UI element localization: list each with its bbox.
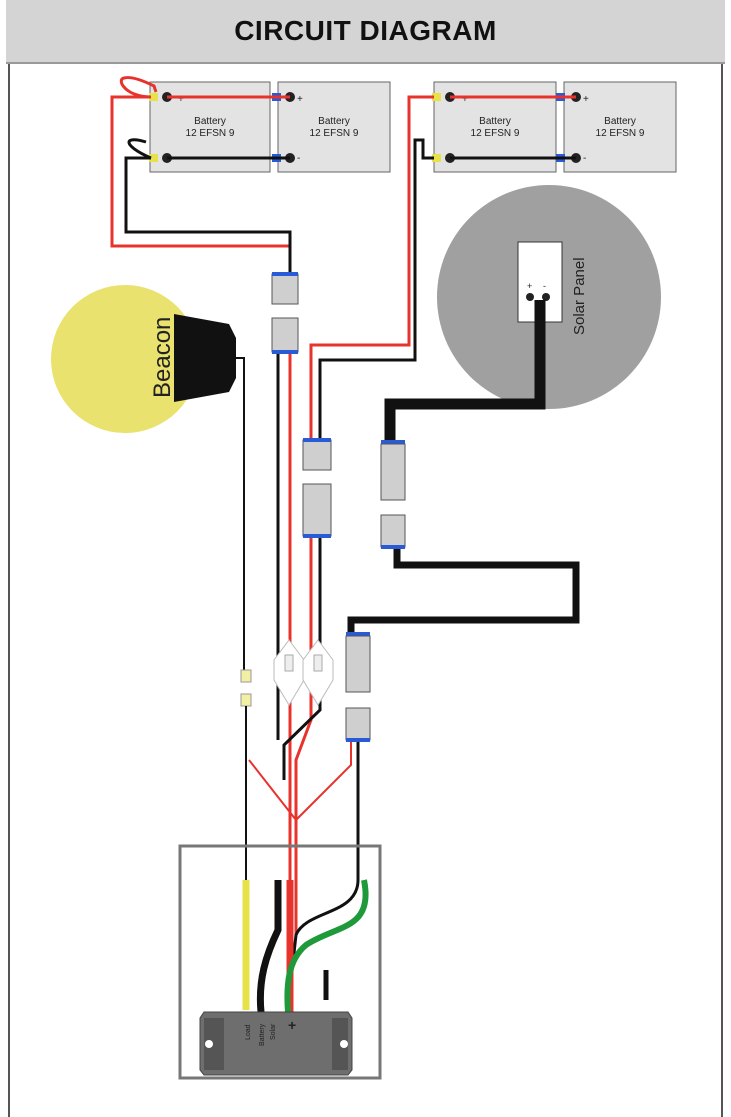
solar-terminal-pos (526, 293, 534, 301)
solar-terminal-neg (542, 293, 550, 301)
battery-2: Battery 12 EFSN 9 + - (277, 81, 391, 173)
battery-2-name: Battery (318, 116, 350, 127)
wire-bank2-red (309, 95, 434, 440)
battery-4-pos: + (583, 94, 589, 105)
wire-solar-cable (384, 300, 546, 440)
beacon-lamp (51, 285, 199, 433)
connector-bank1 (271, 272, 299, 354)
solar-pos-label: + (527, 281, 532, 291)
fuse-1 (273, 639, 305, 706)
wire-bank2-black-down (282, 538, 322, 780)
battery-4-model: 12 EFSN 9 (596, 128, 645, 139)
wire-battery-black (256, 880, 282, 1013)
battery-4-name: Battery (604, 116, 636, 127)
mount-hole-right (340, 1040, 348, 1048)
battery-1-pos: + (178, 94, 184, 105)
charge-controller (199, 1011, 353, 1076)
solar-neg-label: - (543, 281, 546, 291)
wire-solar-red-branch (295, 742, 352, 821)
controller-enclosure (178, 844, 382, 1080)
fuse-2 (302, 639, 334, 706)
battery-1-model: 12 EFSN 9 (186, 128, 235, 139)
battery-2-neg: - (297, 153, 300, 164)
wire-solar-extension (347, 549, 580, 632)
circuit-diagram: + - Solar Panel Beacon Battery 12 EFSN 9… (8, 64, 723, 1117)
wire-load-red-branch (248, 759, 297, 821)
wire-bank2-red-down (294, 538, 313, 935)
controller-battery-label: Battery (259, 1023, 266, 1046)
wire-beacon-black (234, 357, 245, 670)
mount-hole-left (205, 1040, 213, 1048)
battery-3-name: Battery (479, 116, 511, 127)
wire-solar-green (284, 879, 369, 1013)
connector-solar-b (345, 632, 371, 742)
battery-4-neg: - (583, 153, 586, 164)
beacon-label: Beacon (149, 317, 176, 398)
wire-bank2-black (318, 138, 434, 440)
battery-1-name: Battery (194, 116, 226, 127)
connector-solar-a (380, 440, 406, 549)
diagram-frame: CIRCUIT DIAGRAM + - Solar Panel Beacon B… (6, 0, 725, 1117)
controller-plus-label: + (288, 1017, 296, 1033)
connector-beacon (240, 669, 252, 707)
battery-2-pos: + (297, 94, 303, 105)
battery-3-model: 12 EFSN 9 (471, 128, 520, 139)
controller-solar-label: Solar (270, 1023, 277, 1040)
controller-load-label: Load (245, 1024, 252, 1040)
page-title: CIRCUIT DIAGRAM (234, 15, 497, 46)
beacon-housing (174, 314, 236, 402)
battery-4: Battery 12 EFSN 9 + - (563, 81, 677, 173)
connector-bank2 (302, 438, 332, 538)
battery-2-model: 12 EFSN 9 (310, 128, 359, 139)
wire-bank1-black (124, 138, 292, 273)
battery-3-pos: + (462, 94, 468, 105)
wire-solar-black-down (289, 742, 360, 981)
solar-panel-label: Solar Panel (571, 257, 588, 335)
header-bar: CIRCUIT DIAGRAM (6, 0, 725, 64)
